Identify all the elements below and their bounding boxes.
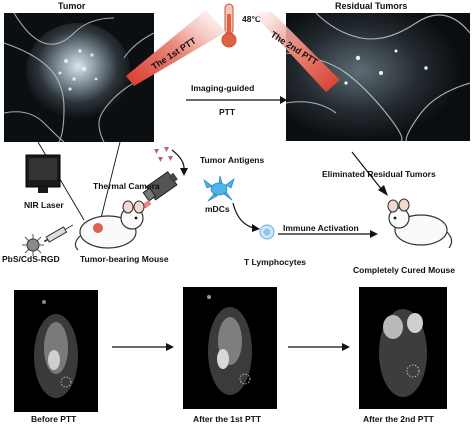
- tumor-bearing-mouse-icon: [74, 200, 145, 251]
- temperature-label: 48°C: [242, 14, 261, 24]
- progress-arrow-1: [112, 343, 174, 351]
- before-ptt-label: Before PTT: [31, 414, 77, 424]
- syringe-icon: [43, 224, 74, 243]
- before-ptt-image: [14, 290, 98, 412]
- thermometer-icon: [221, 3, 237, 48]
- t-lymphocyte-icon: [259, 224, 275, 240]
- after-first-ptt-label: After the 1st PTT: [193, 414, 262, 424]
- tumor-antigen-dots: [154, 147, 173, 162]
- tumor-bearing-mouse-label: Tumor-bearing Mouse: [80, 254, 169, 264]
- first-ptt-beam: [126, 10, 226, 86]
- nir-laser-label: NIR Laser: [24, 200, 64, 210]
- ptt-beams: The 1st PTT The 2nd PTT: [126, 10, 340, 92]
- after-second-ptt-image: [359, 287, 447, 409]
- cured-mouse-icon: [387, 198, 453, 249]
- immune-activation-label: Immune Activation: [283, 223, 359, 233]
- eliminated-tumors-label: Eliminated Residual Tumors: [322, 169, 436, 179]
- after-first-ptt-image: [183, 287, 277, 409]
- mdc-cell-icon: [203, 176, 235, 202]
- second-ptt-beam: [250, 10, 340, 92]
- tumor-label: Tumor: [58, 1, 86, 11]
- progress-arrow-2: [288, 343, 350, 351]
- imaging-guided-arrow: [186, 96, 287, 104]
- ptt-label: PTT: [219, 107, 236, 117]
- thermal-camera-icon: [140, 171, 178, 208]
- cured-mouse-label: Completely Cured Mouse: [353, 265, 456, 275]
- imaging-guided-label: Imaging-guided: [191, 83, 255, 93]
- pbs-cds-rgd-label: PbS/CdS-RGD: [2, 254, 60, 264]
- nanoparticle-icon: [22, 234, 44, 256]
- residual-tumors-label: Residual Tumors: [335, 1, 408, 11]
- t-lymphocytes-label: T Lymphocytes: [244, 257, 307, 267]
- tumor-antigens-label: Tumor Antigens: [200, 155, 265, 165]
- after-second-ptt-label: After the 2nd PTT: [363, 414, 434, 424]
- thermal-camera-label: Thermal Camera: [93, 181, 160, 191]
- mdcs-label: mDCs: [205, 204, 230, 214]
- nir-laser-icon: [25, 154, 61, 193]
